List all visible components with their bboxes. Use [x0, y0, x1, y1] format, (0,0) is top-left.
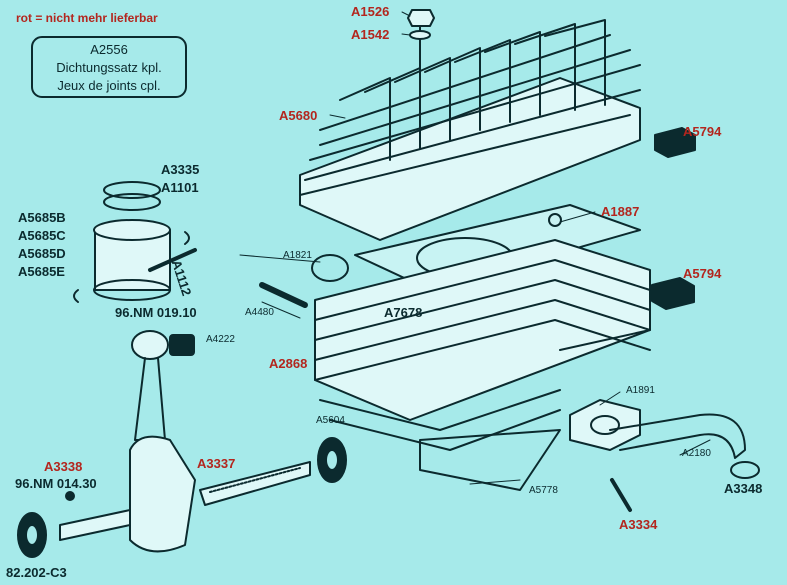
piston-rings — [103, 181, 161, 211]
top-nut-washer — [407, 9, 435, 40]
needle-bearing — [169, 334, 195, 356]
part-a3337: A3337 — [197, 456, 236, 471]
exhaust-manifold — [569, 399, 760, 512]
part-a3334: A3334 — [619, 517, 658, 532]
part-96nm01910: 96.NM 019.10 — [115, 305, 197, 320]
gasket-kit-box: A2556 Dichtungssatz kpl. Jeux de joints … — [31, 36, 187, 98]
cylinder-head — [299, 19, 641, 241]
part-a5685e: A5685E — [18, 264, 65, 279]
part-a5778: A5778 — [529, 485, 558, 496]
main-bearing-right — [317, 437, 347, 483]
part-a5604: A5604 — [316, 415, 345, 426]
woodruff-key — [65, 491, 75, 501]
part-a1821: A1821 — [283, 250, 312, 261]
o-ring — [311, 254, 349, 282]
part-a5685c: A5685C — [18, 228, 66, 243]
drawing-reference: 82.202-C3 — [6, 565, 67, 580]
part-a1101: A1101 — [161, 180, 199, 195]
main-bearing-left — [17, 512, 47, 558]
cylinder-stud — [259, 282, 308, 308]
spacer-block-mid — [651, 277, 695, 310]
cylinder-barrel — [314, 239, 651, 491]
leader-lines — [239, 11, 711, 485]
crankshaft — [59, 435, 311, 553]
part-a2180: A2180 — [682, 448, 711, 459]
part-a4480: A4480 — [245, 307, 274, 318]
spacer-block-top — [654, 127, 696, 158]
kit-line-fr: Jeux de joints cpl. — [57, 78, 161, 93]
part-a1526: A1526 — [351, 4, 390, 19]
part-a3335: A3335 — [161, 162, 200, 177]
part-a4222: A4222 — [206, 334, 235, 345]
part-a5685b: A5685B — [18, 210, 66, 225]
part-a1542: A1542 — [351, 27, 390, 42]
part-a5685d: A5685D — [18, 246, 66, 261]
kit-code: A2556 — [90, 42, 128, 57]
part-a5794-top: A5794 — [683, 124, 722, 139]
part-a3348: A3348 — [724, 481, 763, 496]
legend-note: rot = nicht mehr lieferbar — [16, 11, 158, 25]
part-a7678: A7678 — [384, 305, 423, 320]
part-a5794-mid: A5794 — [683, 266, 722, 281]
part-96nm01430: 96.NM 014.30 — [15, 476, 97, 491]
part-a1891: A1891 — [626, 385, 655, 396]
part-a2868: A2868 — [269, 356, 308, 371]
kit-line-de: Dichtungssatz kpl. — [56, 60, 162, 75]
part-a1887: A1887 — [601, 204, 640, 219]
part-a5680: A5680 — [279, 108, 318, 123]
piston — [73, 219, 197, 303]
connecting-rod — [131, 330, 169, 441]
part-a3338: A3338 — [44, 459, 83, 474]
